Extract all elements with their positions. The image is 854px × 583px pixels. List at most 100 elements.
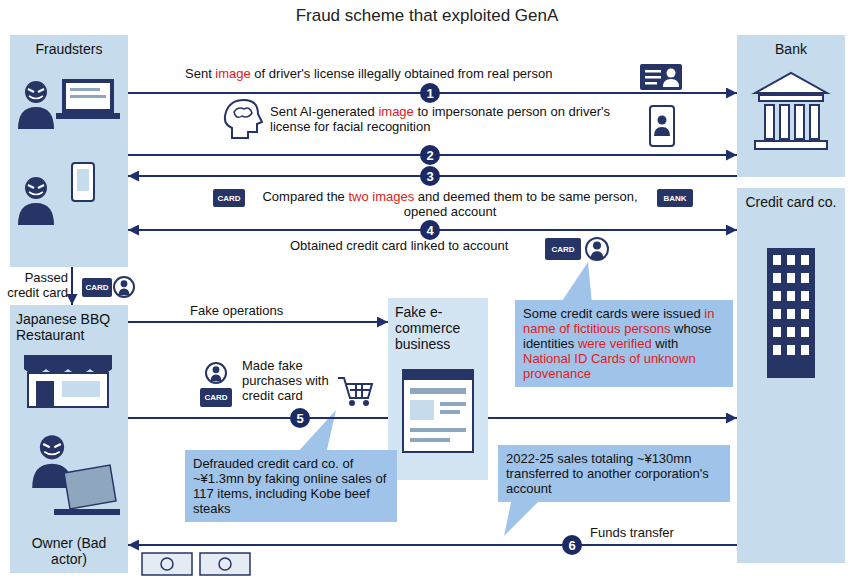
- restaurant-icons-part: [28, 373, 108, 407]
- fraudster-icons-part: [70, 88, 100, 91]
- node-heading: Fake e-commerce business: [395, 304, 481, 352]
- restaurant-icons-part: [24, 355, 112, 369]
- node-heading: Defrauded credit card co. of ~¥1.3mn by …: [193, 456, 389, 516]
- diagram-title: Fraud scheme that exploited GenA: [0, 6, 854, 26]
- fraudster-icons: [10, 35, 128, 267]
- arrow-label: Sent image of driver's license illegally…: [185, 66, 635, 81]
- web-page-icon-part: [410, 388, 466, 394]
- card-icon-part: [82, 278, 112, 297]
- arrow-label: Compared the two images and deemed them …: [255, 189, 645, 219]
- flow-arrow: [128, 321, 388, 323]
- card-icon-part: [206, 363, 226, 383]
- bank-building-part: [755, 73, 827, 149]
- cart-icon-part: [364, 401, 368, 405]
- callout-box: Defrauded credit card co. of ~¥1.3mn by …: [185, 450, 397, 522]
- license-icon-part: [645, 76, 661, 79]
- restaurant-icons-part: [64, 465, 116, 509]
- fraudster-icons-part: [18, 177, 54, 225]
- arrow-label: Sent AI-generated image to impersonate p…: [270, 104, 630, 134]
- ai-head-icon: [225, 100, 262, 138]
- money-icon-part: [161, 558, 173, 570]
- restaurant-icons-part: [54, 509, 120, 515]
- callout-pointer-part: [504, 498, 542, 536]
- web-page-icon-part: [410, 400, 434, 420]
- card-icon-part: [213, 189, 245, 207]
- bank-building-part-part: [780, 105, 789, 139]
- callout-number: 6: [562, 535, 582, 555]
- cart-icon: [338, 378, 372, 405]
- phone-icon-part: [658, 116, 667, 125]
- web-page-icon-part: [403, 370, 473, 452]
- web-page-icon-part: [440, 410, 460, 414]
- card-icon-part: [119, 280, 130, 295]
- license-icon: [640, 64, 682, 90]
- bank-building-part-part: [755, 141, 827, 149]
- restaurant-icons: [10, 305, 128, 573]
- callout-box: 2022-25 sales totaling ~¥130mn transferr…: [498, 445, 730, 502]
- node-heading: Japanese BBQ Restaurant: [16, 311, 122, 343]
- node-heading: Some credit cards were issued in name of…: [523, 306, 725, 381]
- restaurant-icons-part: [62, 381, 100, 397]
- callout-number: 4: [420, 220, 440, 240]
- fraudster-icons-part: [66, 83, 110, 109]
- license-icon-part: [640, 64, 682, 90]
- flow-arrow: [128, 544, 737, 546]
- restaurant-icons-part: [36, 381, 54, 407]
- arrow-label: Funds transfer: [590, 525, 720, 540]
- card-icon-part: [545, 238, 581, 260]
- card-label: CARD: [213, 189, 245, 207]
- money-icon: [142, 553, 250, 575]
- phone-icon: [650, 106, 674, 146]
- cart-icon-part: [338, 378, 372, 398]
- phone-icon-part: [650, 106, 674, 146]
- license-icon-part: [645, 82, 657, 85]
- card-label: CARD: [200, 388, 232, 407]
- card-label: BANK: [657, 189, 693, 207]
- arrow-label: Fake operations: [190, 303, 340, 318]
- fraudster-icons-part: [18, 81, 54, 129]
- bank-building-part-part: [755, 73, 827, 93]
- callout-box: Some credit cards were issued in name of…: [515, 300, 733, 387]
- web-page-icon-part: [410, 428, 466, 432]
- callout-pointer-part: [560, 262, 592, 304]
- arrow-label: Passed credit card: [4, 270, 68, 300]
- flow-arrow: [71, 267, 73, 305]
- card-icon-part: [657, 189, 693, 207]
- actor-panel: Fraudsters: [10, 35, 128, 267]
- office-building-part: [767, 248, 815, 378]
- money-icon-part: [200, 553, 250, 575]
- fraudster-icons-part: [72, 163, 94, 201]
- office-building-part: [770, 252, 812, 360]
- card-icon-part: [200, 388, 232, 407]
- node-heading: Credit card co.: [743, 194, 839, 210]
- node-subtext: Owner (Bad actor): [27, 535, 111, 567]
- bank-panel: Bank: [737, 35, 845, 177]
- card-icon-part: [114, 277, 134, 297]
- money-icon-part: [219, 558, 231, 570]
- fraudster-icons-part: [77, 169, 89, 191]
- web-page-icon-part: [440, 402, 466, 406]
- card-icon-part: [586, 238, 608, 260]
- callout-number: 3: [420, 166, 440, 186]
- web-page-icon-part: [410, 438, 450, 442]
- cart-icon-part: [350, 384, 370, 398]
- restaurant-panel: Japanese BBQ RestaurantOwner (Bad actor): [10, 305, 128, 573]
- node-heading: Bank: [743, 41, 839, 57]
- bank-building-part-part: [765, 105, 774, 139]
- fraudster-icons-part: [62, 79, 114, 113]
- callout-number: 2: [420, 145, 440, 165]
- license-icon-part: [645, 70, 661, 73]
- ai-head-icon-part: [234, 108, 252, 117]
- cart-icon-part: [350, 401, 354, 405]
- fraudster-icons-part: [56, 113, 120, 119]
- callout-number: 1: [420, 83, 440, 103]
- license-icon-part: [667, 69, 676, 78]
- callout-number: 5: [290, 408, 310, 428]
- company-panel: Credit card co.: [737, 188, 845, 563]
- bank-building-part-part: [759, 95, 823, 101]
- arrow-label: Made fake purchases with credit card: [242, 358, 337, 403]
- bank-building-part-part: [795, 105, 804, 139]
- card-icon-part: [591, 242, 604, 260]
- card-label: CARD: [82, 278, 112, 297]
